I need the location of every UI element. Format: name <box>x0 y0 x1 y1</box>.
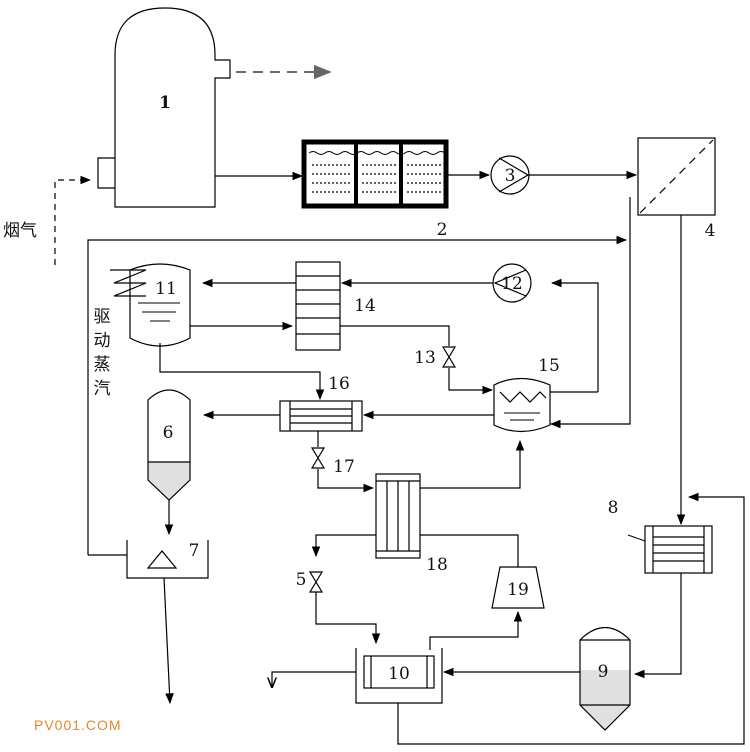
label-5: 5 <box>296 570 307 590</box>
compressor-19 <box>491 566 545 609</box>
return-line-10-to-8 <box>397 492 745 745</box>
tank-2 <box>301 139 449 209</box>
watermark: PV001.COM <box>34 717 122 733</box>
valve-13 <box>441 346 457 368</box>
line-19-to-18 <box>420 534 519 567</box>
label-10: 10 <box>388 664 410 684</box>
label-8: 8 <box>608 498 619 518</box>
steam-label-char-1: 驱 <box>94 307 111 327</box>
label-14: 14 <box>354 296 376 316</box>
label-2: 2 <box>437 220 448 240</box>
label-7: 7 <box>189 541 200 561</box>
line-11-to-16 <box>159 350 325 401</box>
tank-10 <box>355 648 443 704</box>
label-6: 6 <box>163 423 174 443</box>
flue-gas-inlet-line <box>54 175 92 265</box>
flue-gas-label: 烟气 <box>3 221 37 241</box>
leader-8 <box>627 534 646 542</box>
condenser-14 <box>295 261 341 351</box>
exchanger-8 <box>644 525 713 574</box>
line-18-to-5 <box>311 534 376 558</box>
line-4-to-15 <box>549 197 631 429</box>
exchanger-18 <box>375 473 421 559</box>
tower-1 <box>97 7 231 208</box>
line-17-to-18 <box>317 469 375 493</box>
valve-17 <box>310 447 326 469</box>
label-1: 1 <box>159 93 171 113</box>
pump-12 <box>492 263 532 303</box>
crystallizer-6 <box>147 389 191 501</box>
tank-9 <box>579 626 631 731</box>
steam-label-char-3: 蒸 <box>94 355 111 375</box>
valve-5 <box>308 571 324 593</box>
line-7-out <box>163 577 174 705</box>
exchanger-16 <box>279 400 363 432</box>
line-10-out <box>272 671 356 687</box>
label-12: 12 <box>501 274 523 294</box>
line-5-to-10 <box>315 592 381 645</box>
label-13: 13 <box>414 348 436 368</box>
label-9: 9 <box>598 662 609 682</box>
steam-line <box>87 235 628 555</box>
line-15-to-12 <box>550 278 599 392</box>
label-15: 15 <box>538 356 560 376</box>
line-13-to-15 <box>448 368 494 395</box>
collector-7 <box>126 540 209 579</box>
label-18: 18 <box>426 555 448 575</box>
label-17: 17 <box>333 457 355 477</box>
label-4: 4 <box>705 221 716 241</box>
line-8-to-9 <box>633 573 682 679</box>
generator-11 <box>110 263 191 350</box>
label-16: 16 <box>328 374 350 394</box>
steam-label-char-4: 汽 <box>94 379 111 399</box>
line-10-to-19 <box>429 610 523 650</box>
membrane-4 <box>637 137 716 216</box>
label-19: 19 <box>507 580 529 600</box>
label-3: 3 <box>505 166 516 186</box>
steam-label-char-2: 动 <box>94 331 111 351</box>
line-14-to-13 <box>340 325 450 346</box>
line-18-to-15 <box>420 439 525 489</box>
evaporator-15 <box>493 377 551 433</box>
label-11: 11 <box>155 279 177 299</box>
